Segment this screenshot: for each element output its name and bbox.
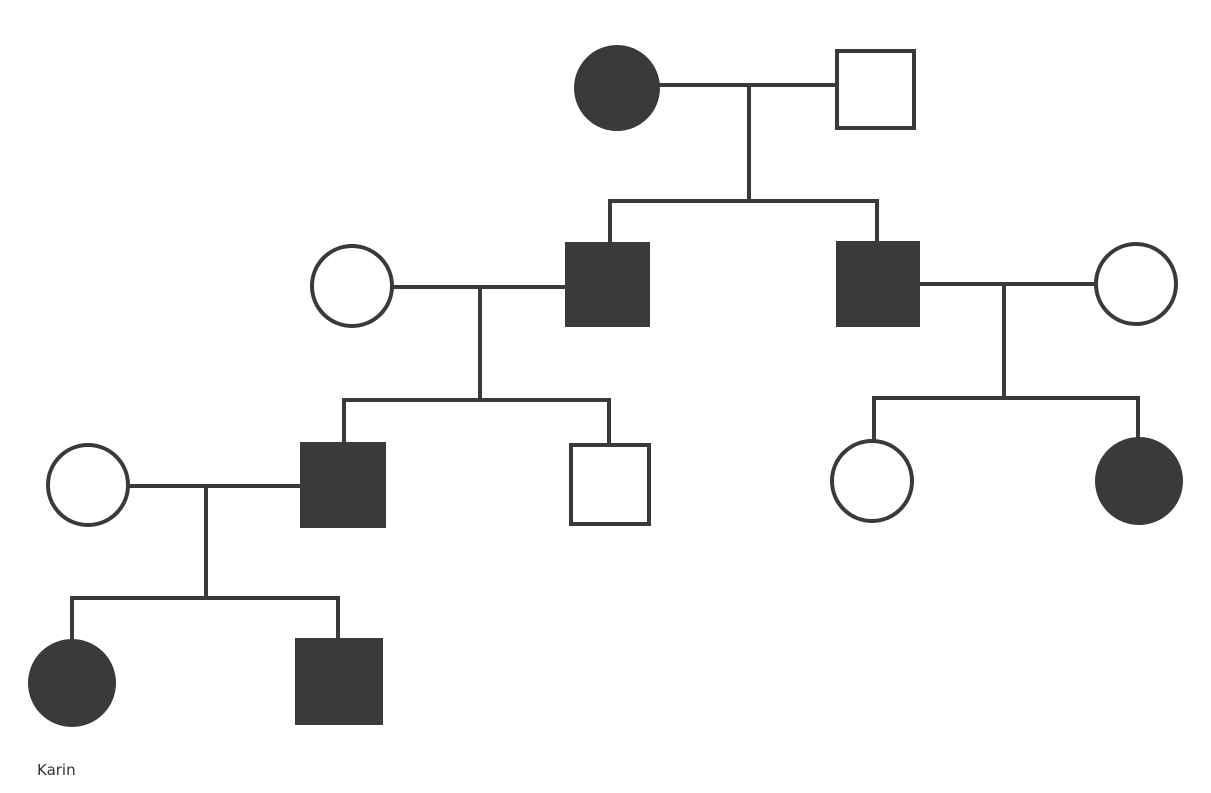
male-affected-gen3 [300,442,386,528]
sibship-line-gen4 [70,596,340,641]
female-unaffected-gen2-right [1094,242,1178,326]
female-affected-gen1 [574,45,660,131]
female-unaffected-gen3 [46,443,130,527]
female-affected-karin [28,639,116,727]
female-unaffected-gen2-left [310,244,394,328]
karin-label: Karin [37,761,76,779]
sibship-line-gen2 [608,199,879,243]
sibship-line-gen3-right [872,396,1140,440]
male-affected-gen4 [295,638,383,725]
sibship-line-gen3-left [342,398,611,444]
female-unaffected-gen3-right [830,439,914,523]
male-affected-gen2-right [836,241,920,327]
female-affected-gen3-right [1095,437,1183,525]
male-affected-gen2-left [565,242,650,327]
male-unaffected-gen1 [835,49,916,130]
male-unaffected-gen3 [569,443,651,526]
